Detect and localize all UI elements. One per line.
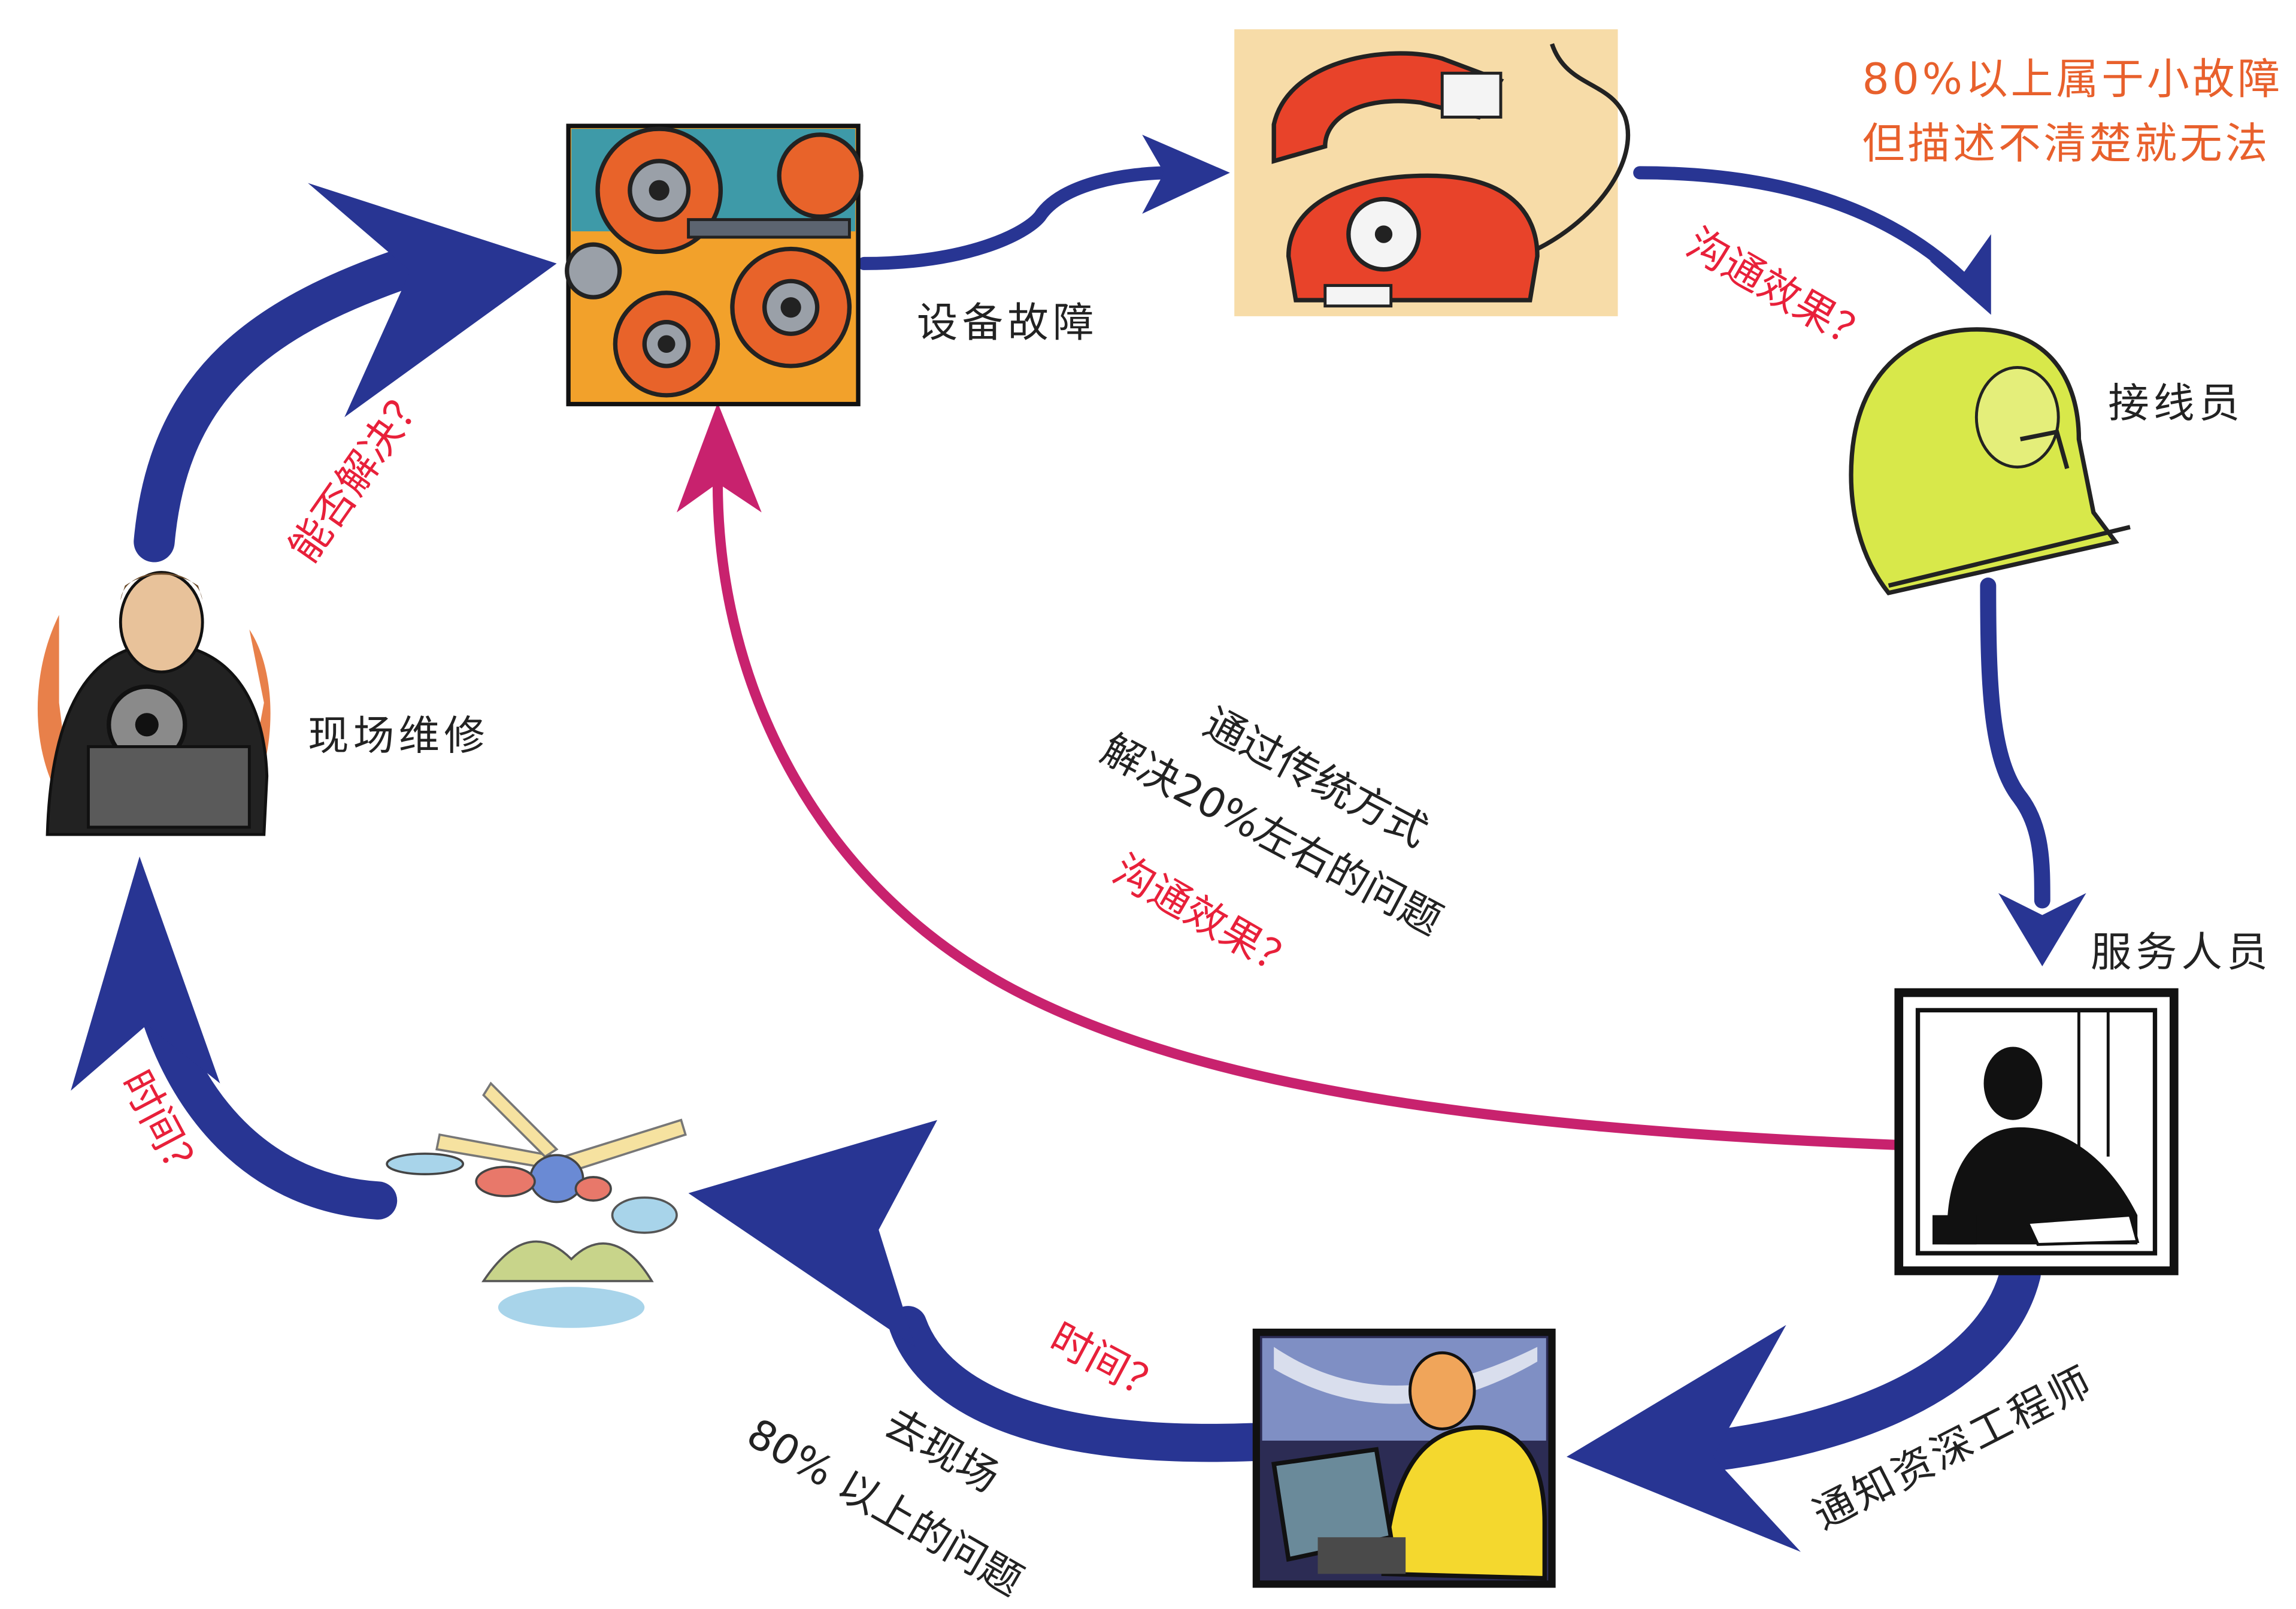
arrow-gears-to-phone bbox=[857, 166, 1179, 270]
engineer-computer-icon bbox=[1252, 1328, 1556, 1588]
arrowhead-to-phone bbox=[1142, 134, 1230, 214]
feedback-arrow bbox=[677, 403, 1901, 1150]
operator-woman-icon bbox=[1849, 327, 2131, 595]
mechanic-icon bbox=[37, 571, 271, 836]
arrow-engineer-to-helicopter bbox=[889, 1306, 1271, 1462]
arrowhead-to-gears bbox=[308, 183, 557, 418]
arrow-operator-to-service bbox=[1980, 577, 2050, 909]
feedback-arrowhead bbox=[677, 403, 762, 513]
arrowhead-to-service bbox=[1998, 893, 2086, 967]
feedback-arrow-line bbox=[712, 477, 1901, 1150]
question-communication-center: 沟通效果？ bbox=[1105, 846, 1306, 990]
helicopter-icon bbox=[386, 1081, 687, 1328]
arrow-mechanic-to-gears bbox=[134, 243, 438, 562]
arrowhead-to-operator bbox=[1930, 234, 1991, 315]
arrow-phone-to-operator bbox=[1633, 166, 1976, 292]
arrowhead-to-engineer bbox=[1566, 1324, 1801, 1552]
question-communication-top: 沟通效果？ bbox=[1679, 219, 1880, 363]
service-man-phone-icon bbox=[1894, 988, 2179, 1275]
top-note-line2: 但描述不清楚就无法 bbox=[1862, 119, 2271, 168]
arrow-helicopter-to-mechanic bbox=[140, 991, 398, 1220]
label-service-staff: 服务人员 bbox=[2091, 928, 2272, 976]
cycle-arrowheads bbox=[71, 134, 2086, 1552]
cycle-arrows bbox=[134, 166, 2050, 1478]
telephone-icon bbox=[1234, 29, 1631, 316]
arrowhead-to-mechanic bbox=[71, 856, 220, 1091]
question-time-bottom: 时间？ bbox=[1042, 1314, 1173, 1414]
arrowhead-to-helicopter bbox=[688, 1120, 938, 1347]
label-operator: 接线员 bbox=[2108, 380, 2244, 428]
gears-icon bbox=[565, 123, 864, 407]
label-equipment-failure: 设备故障 bbox=[917, 299, 1098, 347]
label-onsite-repair: 现场维修 bbox=[308, 712, 489, 760]
top-note-line1: 80%以上属于小故障 bbox=[1862, 54, 2283, 104]
